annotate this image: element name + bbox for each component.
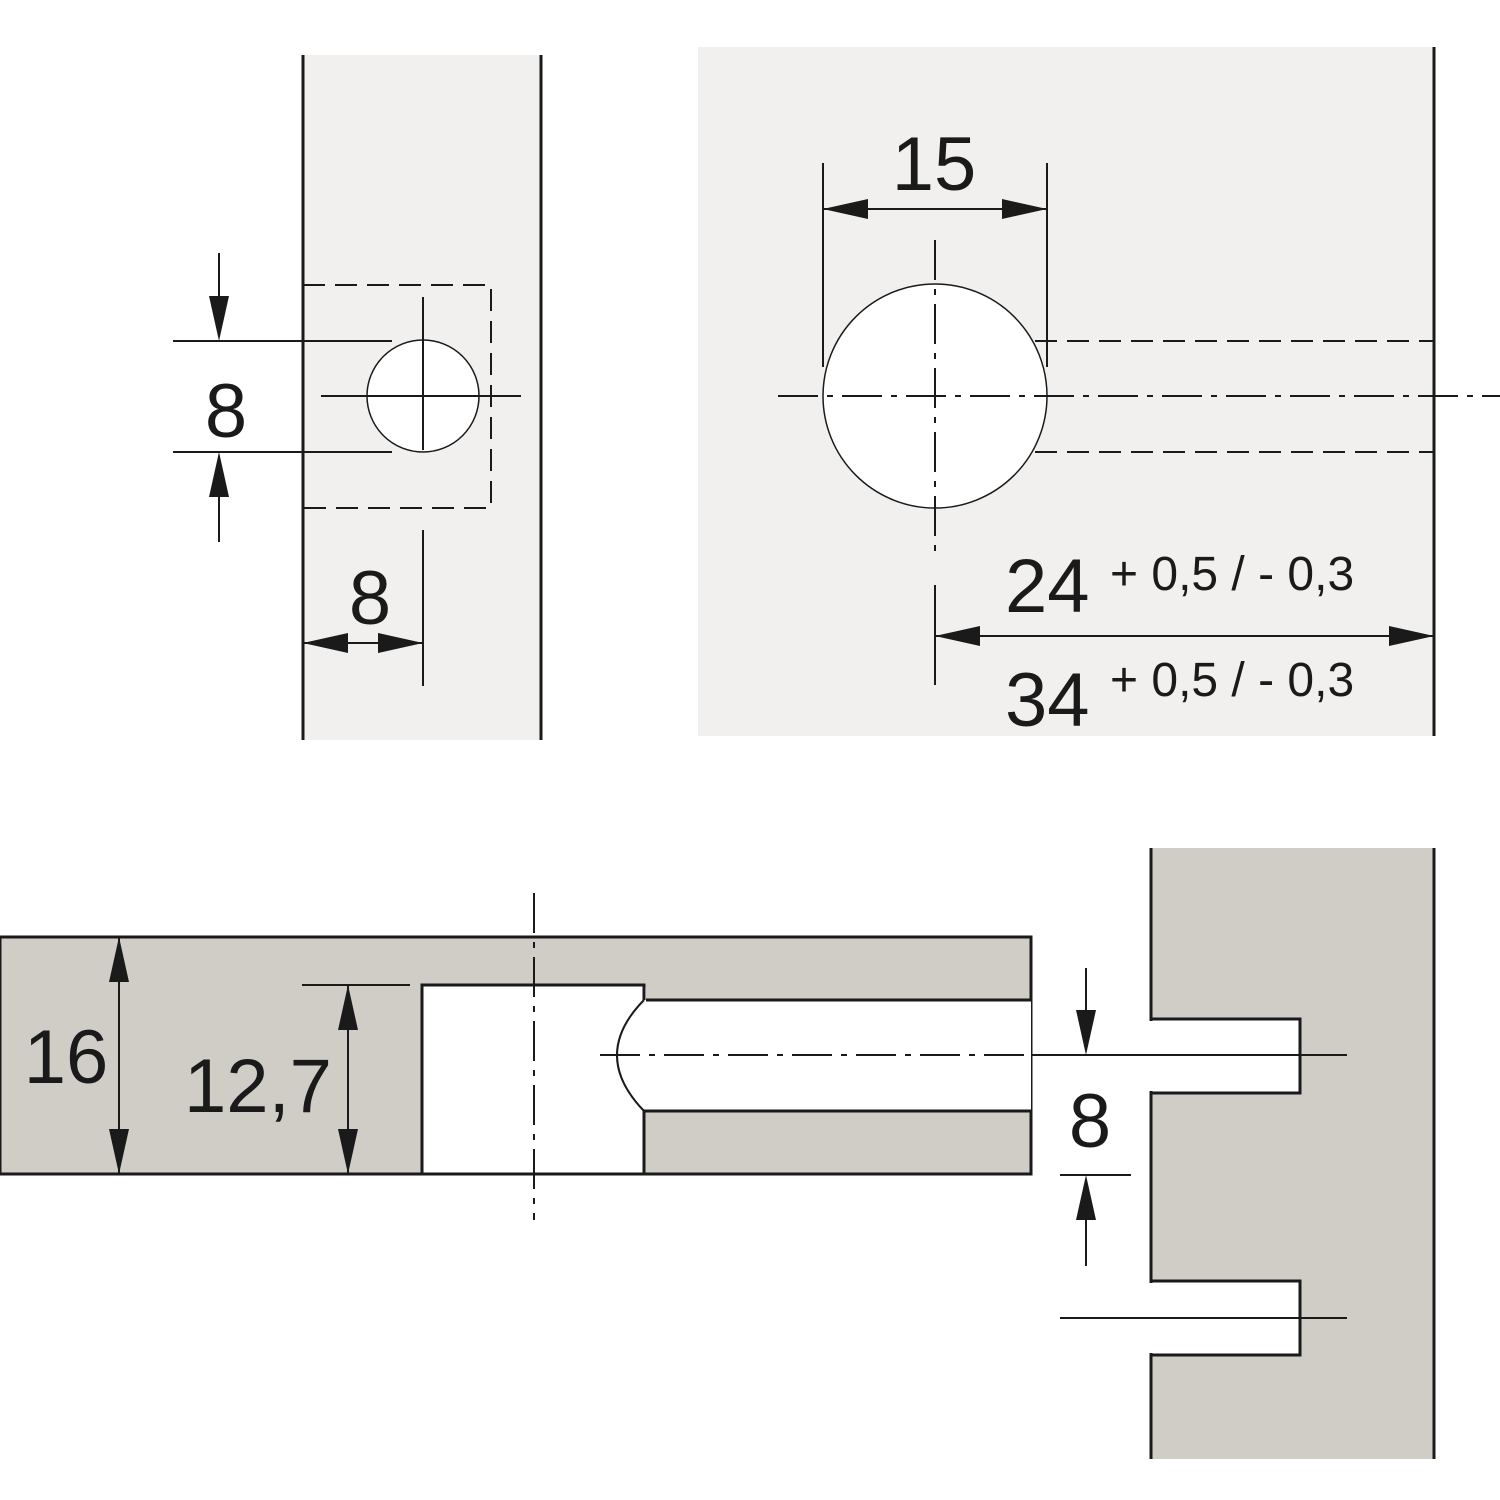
section-thickness-label: 16 — [24, 1015, 109, 1100]
edge-dim-arrow-bottom — [209, 452, 229, 497]
face-distance-24-tolerance: + 0,5 / - 0,3 — [1110, 548, 1354, 601]
section-thickness-arrow-bottom — [109, 1129, 129, 1174]
edge-dim-arrow-right — [378, 633, 423, 653]
edge-view: 8 8 — [173, 55, 543, 740]
section-housing-step-cover — [642, 987, 646, 1109]
section-pin-arrow-bottom — [1076, 1175, 1096, 1220]
face-bore-arrow-left — [823, 199, 868, 219]
face-distance-arrow-left — [935, 626, 980, 646]
section-housing-bore — [420, 983, 646, 1176]
section-depth-arrow-bottom — [338, 1129, 358, 1174]
face-view: 15 24 + 0,5 / - 0,3 34 + 0,5 / - 0,3 — [698, 47, 1500, 743]
section-thickness-arrow-top — [109, 937, 129, 982]
section-channel — [644, 1000, 1031, 1111]
edge-hole-offset-label: 8 — [205, 369, 247, 454]
edge-distance-label: 8 — [349, 556, 391, 641]
face-distance-34-label: 34 — [1005, 658, 1090, 743]
section-depth-arrow-top — [338, 985, 358, 1030]
section-depth-label: 12,7 — [184, 1044, 332, 1129]
section-side-panel — [1151, 848, 1434, 1459]
face-panel — [698, 47, 1434, 736]
face-bore-diameter-label: 15 — [892, 122, 977, 207]
edge-dim-arrow-left — [303, 633, 348, 653]
face-distance-34-tolerance: + 0,5 / - 0,3 — [1110, 654, 1354, 707]
face-bore-arrow-right — [1002, 199, 1047, 219]
face-distance-arrow-right — [1389, 626, 1434, 646]
section-pin-diameter-label: 8 — [1069, 1079, 1111, 1164]
face-distance-24-label: 24 — [1005, 544, 1090, 629]
edge-dim-arrow-top — [209, 296, 229, 341]
section-view: 16 12,7 8 — [0, 848, 1436, 1459]
section-pin-arrow-top — [1076, 1010, 1096, 1055]
